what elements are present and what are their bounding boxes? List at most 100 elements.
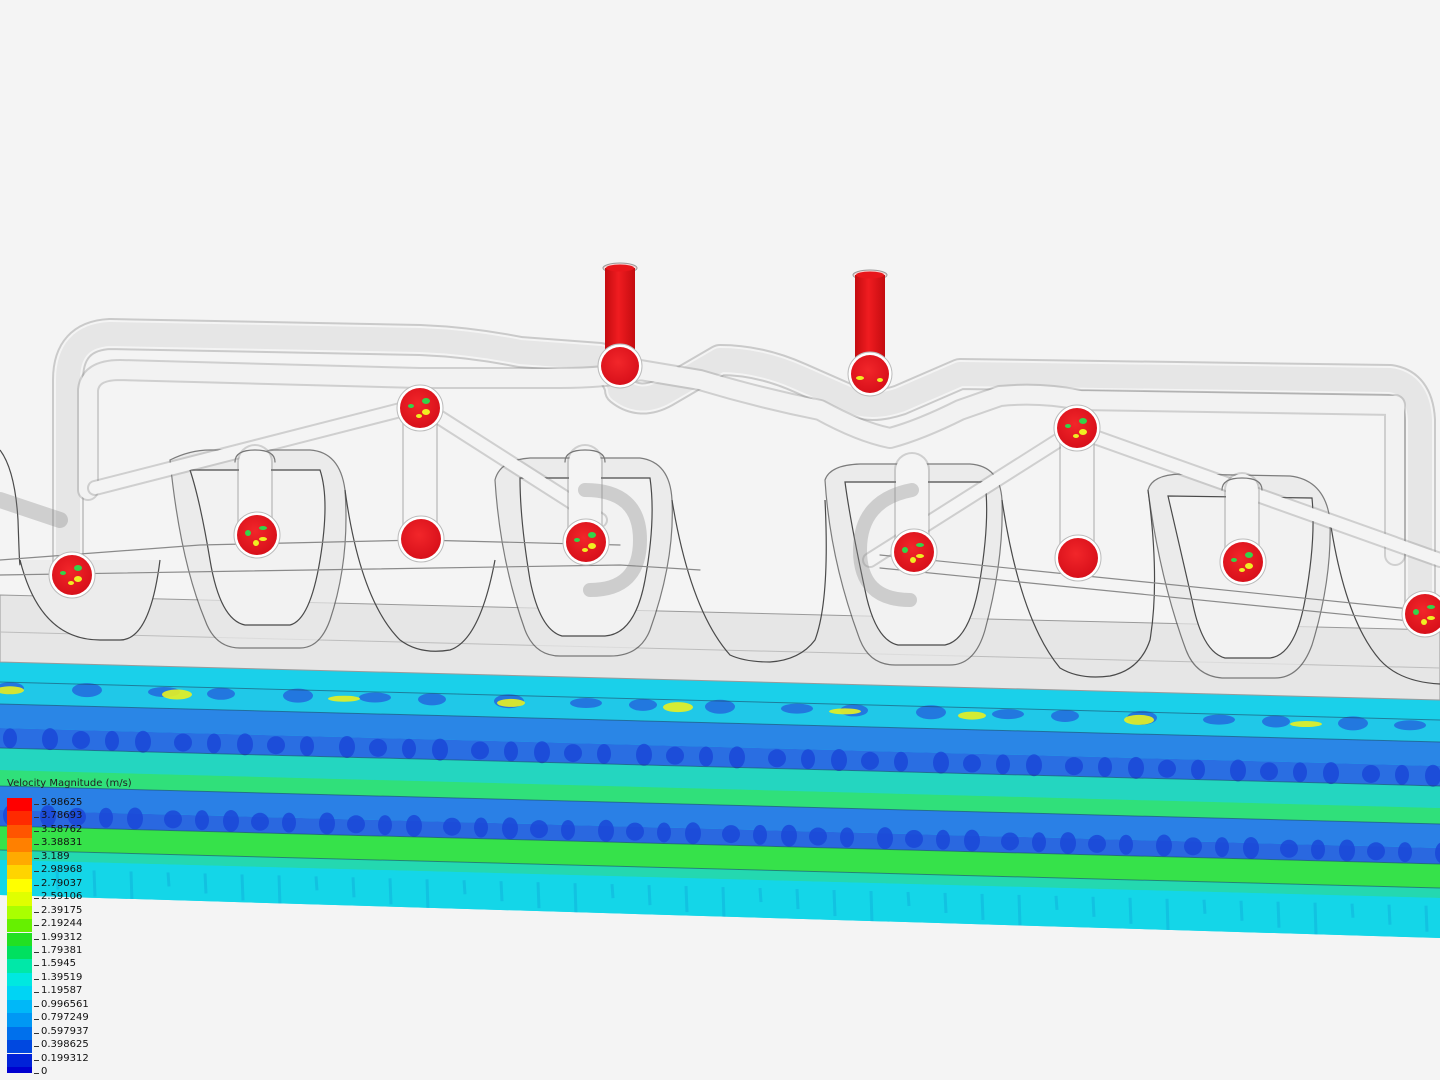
legend-swatch [7, 824, 32, 839]
legend-label: 1.19587 [41, 985, 83, 997]
outlet-port-sphere [1054, 534, 1102, 582]
legend-tick [34, 898, 39, 900]
legend-swatch [7, 1026, 32, 1041]
legend-swatch [7, 972, 32, 987]
legend-entry: 3.58762 [7, 823, 207, 839]
legend-tick [34, 992, 39, 994]
legend-tick [34, 1059, 39, 1061]
contour-bands [0, 662, 1440, 938]
legend-swatch [7, 919, 32, 933]
legend-tick [34, 857, 39, 859]
legend-tick [34, 1019, 39, 1021]
legend-swatch [7, 1053, 32, 1067]
outlet-port-sphere [1401, 590, 1440, 638]
legend-entry: 1.99312 [7, 931, 207, 946]
legend-entry: 2.19244 [7, 918, 207, 933]
inlet-pipe-right[interactable] [847, 269, 893, 397]
legend-label: 1.5945 [41, 958, 76, 970]
legend-swatch [7, 905, 32, 919]
legend-swatch [7, 1040, 32, 1054]
legend-label: 1.39519 [41, 971, 83, 983]
legend-entry: 3.78693 [7, 810, 207, 825]
legend-swatch [7, 959, 32, 973]
legend-tick [34, 951, 39, 953]
legend-tick [34, 1005, 39, 1007]
legend-label: 2.39175 [41, 904, 83, 916]
legend-entry: 3.38831 [7, 837, 207, 852]
legend-label: 3.98625 [41, 797, 83, 808]
outlet-port-sphere [48, 551, 96, 599]
legend-entry: 2.79037 [7, 877, 207, 893]
legend-entry: 1.5945 [7, 958, 207, 973]
legend-swatch [7, 892, 32, 906]
legend-swatch [7, 838, 32, 852]
legend-tick [34, 965, 39, 967]
legend-title: Velocity Magnitude (m/s) [7, 778, 132, 789]
legend-entry: 0.199312 [7, 1052, 207, 1067]
legend-swatch [7, 986, 32, 1000]
legend-swatch [7, 932, 32, 946]
legend-entry: 3.98625 [7, 797, 207, 812]
legend-entry: 0.797249 [7, 1012, 207, 1027]
legend-entry: 0.996561 [7, 998, 207, 1014]
legend-label: 2.59106 [41, 891, 83, 903]
legend-tick [34, 925, 39, 927]
legend-label: 0.996561 [41, 998, 89, 1010]
legend-swatch [7, 999, 32, 1014]
legend-tick [34, 911, 39, 913]
legend-entry: 1.19587 [7, 985, 207, 1000]
legend-swatch [7, 851, 32, 866]
legend-label: 0 [41, 1066, 48, 1077]
legend-entry: 0.597937 [7, 1025, 207, 1041]
outlet-port-sphere [233, 511, 281, 559]
legend-label: 2.19244 [41, 918, 83, 930]
legend-label: 3.78693 [41, 810, 83, 822]
legend-tick [34, 1032, 39, 1034]
legend-label: 3.189 [41, 850, 70, 862]
outlet-port-sphere [890, 528, 938, 576]
legend-swatch [7, 945, 32, 960]
outlet-port-sphere [1053, 404, 1101, 452]
legend-tick [34, 804, 39, 805]
legend-tick [34, 817, 39, 819]
legend-tick [34, 1046, 39, 1048]
legend-tick [34, 884, 39, 886]
legend-entry: 2.59106 [7, 891, 207, 906]
legend-label: 1.79381 [41, 944, 83, 956]
legend-label: 0.797249 [41, 1012, 89, 1024]
legend-swatch [7, 878, 32, 893]
legend-label: 3.58762 [41, 823, 83, 835]
legend-tick [34, 938, 39, 940]
legend-label: 1.99312 [41, 931, 83, 943]
outlet-ports [48, 384, 1440, 638]
legend-entry: 0 [7, 1066, 207, 1080]
legend-entry: 3.189 [7, 850, 207, 866]
legend-entry: 2.39175 [7, 904, 207, 919]
legend-entry: 0.398625 [7, 1039, 207, 1054]
legend-swatch [7, 1067, 32, 1073]
legend-entry: 1.79381 [7, 944, 207, 960]
legend-label: 3.38831 [41, 837, 83, 849]
legend-label: 0.199312 [41, 1052, 89, 1064]
legend-tick [34, 871, 39, 873]
inlet-pipe-left[interactable] [597, 262, 643, 389]
legend-entry: 1.39519 [7, 971, 207, 987]
legend-swatch [7, 865, 32, 879]
outlet-port-sphere [396, 384, 444, 432]
legend-tick [34, 830, 39, 832]
legend-label: 0.398625 [41, 1039, 89, 1051]
legend-label: 2.98968 [41, 864, 83, 876]
legend-label: 0.597937 [41, 1025, 89, 1037]
legend-tick [34, 1073, 39, 1074]
legend-label: 2.79037 [41, 877, 83, 889]
legend-swatch [7, 1013, 32, 1027]
legend-entry: 2.98968 [7, 864, 207, 879]
outlet-port-sphere [1219, 538, 1267, 586]
legend-tick [34, 978, 39, 980]
legend-swatch [7, 798, 32, 812]
legend-swatch [7, 811, 32, 825]
legend-tick [34, 844, 39, 846]
manifold-pipes [0, 318, 1440, 628]
